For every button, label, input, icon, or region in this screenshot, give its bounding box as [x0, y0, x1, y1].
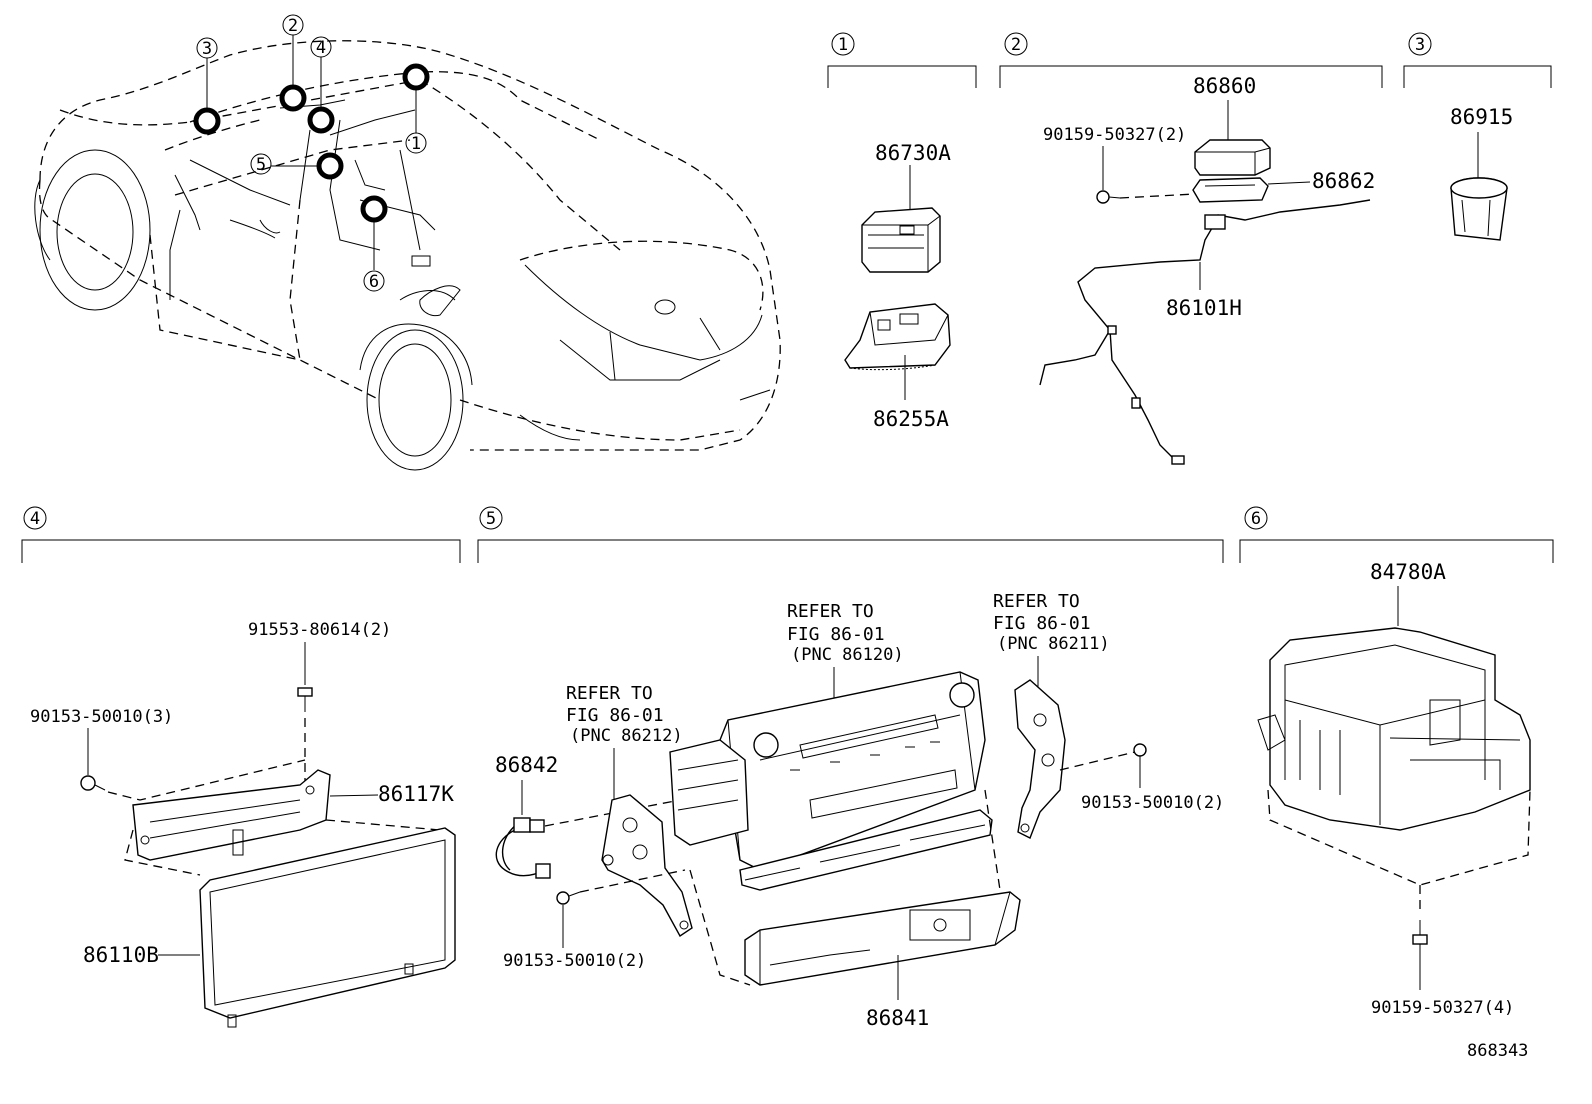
label-86860: 86860: [1193, 74, 1256, 98]
screw-90153-50010-2a: [556, 891, 581, 905]
section-1: 1 86730A 86255A: [827, 32, 977, 431]
label-90153-50010-2b: 90153-50010(2): [1081, 793, 1224, 813]
section-number-6: 6: [1251, 509, 1261, 529]
refer-2-line3: (PNC 86120): [791, 645, 904, 665]
section-number-5: 5: [486, 509, 496, 529]
section-marker-3: [1408, 32, 1432, 56]
location-ring-6: [360, 195, 388, 223]
part-86860: [1194, 139, 1271, 176]
label-86110B: 86110B: [83, 943, 159, 967]
vehicle-callouts: 3 2 4 1 5 6: [193, 14, 430, 292]
label-86842: 86842: [495, 753, 558, 777]
part-86110B: [199, 827, 456, 1028]
location-ring-4: [307, 106, 335, 134]
section-marker-1: [831, 32, 855, 56]
part-head-unit: [669, 671, 993, 891]
label-90153-50010-2a: 90153-50010(2): [503, 951, 646, 971]
callout-number-4: 4: [316, 38, 326, 58]
bracket-right: [1014, 679, 1066, 839]
refer-3-line2: FIG 86-01: [993, 613, 1091, 634]
section-number-3: 3: [1415, 35, 1425, 55]
section-marker-5: [479, 506, 503, 530]
refer-1-line2: FIG 86-01: [566, 705, 664, 726]
part-86841: [744, 891, 1021, 986]
section-marker-6: [1244, 506, 1268, 530]
callout-circle-4: [310, 36, 332, 58]
bolt-90159-50327-4: [1412, 920, 1428, 990]
callout-circle-2: [282, 14, 304, 36]
bolt-91553-80614: [297, 687, 313, 712]
location-ring-3: [193, 107, 221, 135]
part-86842: [495, 817, 551, 879]
refer-2-line2: FIG 86-01: [787, 624, 885, 645]
callout-number-3: 3: [202, 39, 212, 59]
section-number-2: 2: [1011, 35, 1021, 55]
label-90159-50327-4: 90159-50327(4): [1371, 998, 1514, 1018]
callout-circle-6: [363, 270, 385, 292]
label-86255A: 86255A: [873, 407, 949, 431]
location-ring-5: [316, 152, 344, 180]
screw-90153-50010-3: [80, 775, 106, 791]
callout-circle-3: [196, 37, 218, 59]
label-91553-80614-2: 91553-80614(2): [248, 620, 391, 640]
refer-2-line1: REFER TO: [787, 601, 874, 622]
section-marker-4: [23, 506, 47, 530]
diagram-id: 868343: [1467, 1041, 1528, 1061]
callout-number-5: 5: [256, 155, 266, 175]
label-86862: 86862: [1312, 169, 1375, 193]
callout-number-1: 1: [411, 134, 421, 154]
label-86730A: 86730A: [875, 141, 951, 165]
location-ring-2: [279, 84, 307, 112]
callout-circle-1: [405, 132, 427, 154]
part-86101H: [1039, 199, 1371, 465]
label-86841: 86841: [866, 1006, 929, 1030]
label-90153-50010-3: 90153-50010(3): [30, 707, 173, 727]
section-number-4: 4: [30, 509, 40, 529]
part-86255A: [844, 303, 951, 371]
callout-number-6: 6: [369, 272, 379, 292]
part-86862: [1192, 177, 1269, 203]
part-86730A: [861, 207, 941, 273]
refer-1-line3: (PNC 86212): [570, 726, 683, 746]
part-84780A: [1257, 627, 1531, 831]
part-86915: [1450, 177, 1508, 241]
section-4: 4 91553-80614(2) 90153-50010(3) 86117K: [21, 506, 461, 1028]
section-2: 2 86860 90159-50327(2) 86862: [999, 32, 1383, 465]
screw-90153-50010-2b: [1133, 743, 1147, 788]
section-6: 6 84780A 90159-50327(4): [1239, 506, 1554, 1018]
refer-3-line3: (PNC 86211): [997, 634, 1110, 654]
section-marker-2: [1004, 32, 1028, 56]
callout-circle-5: [250, 153, 272, 175]
bolt-90159-50327: [1096, 190, 1121, 204]
location-ring-1: [402, 63, 430, 91]
refer-3-line1: REFER TO: [993, 591, 1080, 612]
label-84780A: 84780A: [1370, 560, 1446, 584]
bracket-left: [601, 794, 693, 938]
label-90159-50327-2: 90159-50327(2): [1043, 125, 1186, 145]
refer-1-line1: REFER TO: [566, 683, 653, 704]
label-86915: 86915: [1450, 105, 1513, 129]
section-3: 3 86915: [1403, 32, 1552, 241]
label-86101H: 86101H: [1166, 296, 1242, 320]
vehicle-illustration: [34, 40, 781, 471]
callout-number-2: 2: [288, 16, 298, 36]
section-5: 5 REFER TO FIG 86-01 (PNC 86212) REFER T…: [477, 506, 1224, 1030]
label-86117K: 86117K: [378, 782, 454, 806]
section-number-1: 1: [838, 35, 848, 55]
part-86117K: [132, 769, 331, 861]
